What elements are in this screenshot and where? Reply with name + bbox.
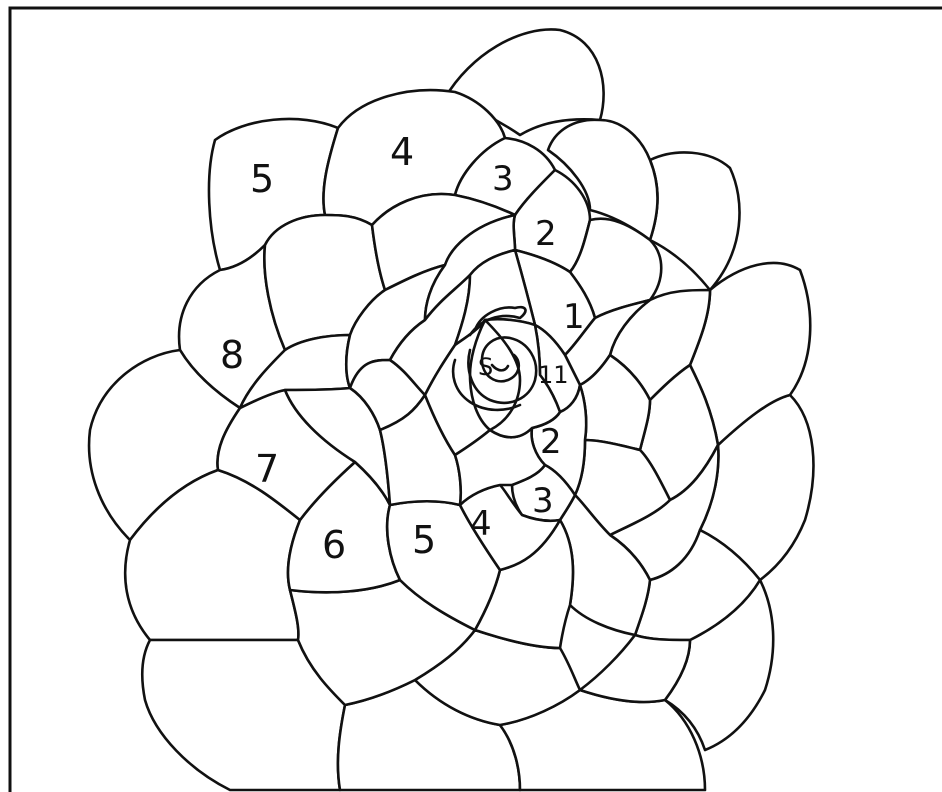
label-s-center: S bbox=[478, 353, 493, 381]
label-4-bottom: 4 bbox=[470, 504, 492, 544]
center-swirl-inner bbox=[492, 365, 508, 370]
label-6: 6 bbox=[322, 523, 346, 567]
label-7: 7 bbox=[255, 447, 279, 491]
label-11: 11 bbox=[538, 361, 569, 389]
petal-outer-upper-right bbox=[650, 152, 740, 290]
flower-drawing bbox=[89, 29, 813, 790]
label-2-bottom: 2 bbox=[540, 422, 562, 462]
label-1: 1 bbox=[563, 297, 585, 337]
label-2-top: 2 bbox=[535, 214, 557, 254]
label-8: 8 bbox=[220, 333, 244, 377]
label-3-bottom: 3 bbox=[532, 481, 554, 521]
label-3-top: 3 bbox=[492, 159, 514, 199]
label-4-top: 4 bbox=[390, 130, 414, 174]
label-5-bottom: 5 bbox=[412, 518, 436, 562]
label-5-top-left: 5 bbox=[250, 157, 274, 201]
